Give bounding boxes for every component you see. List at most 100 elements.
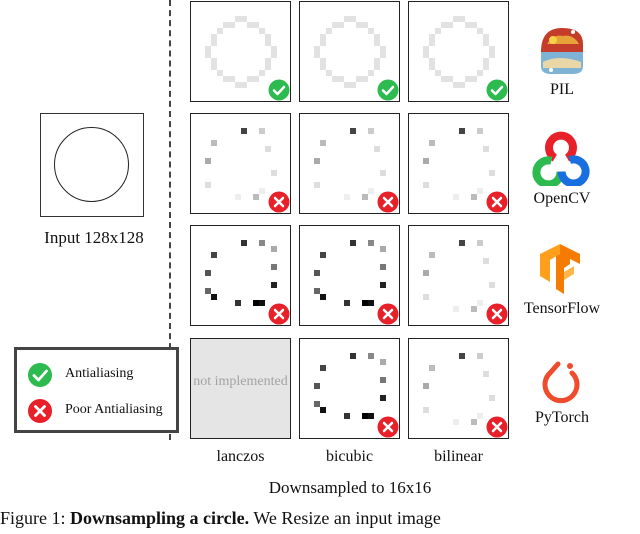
pixel (459, 240, 465, 246)
result-cell-pytorch-bilinear (408, 338, 509, 439)
pixel (253, 300, 259, 306)
pixel (259, 70, 265, 76)
pixel (471, 22, 477, 28)
library-label-pytorch: PyTorch (535, 409, 589, 426)
library-label-tensorflow: TensorFlow (523, 300, 601, 317)
pixel (356, 76, 362, 82)
legend-label-good: Antialiasing (65, 366, 134, 381)
pixel (344, 82, 350, 88)
result-cell-pil-bilinear (408, 1, 509, 102)
pixel (471, 194, 477, 200)
pixel (211, 64, 217, 70)
check-icon (28, 363, 52, 387)
pixel (326, 70, 332, 76)
result-cell-pytorch-bicubic (299, 338, 400, 439)
pixel (483, 58, 489, 64)
pixel (483, 40, 489, 46)
legend-item-good: Antialiasing (17, 360, 177, 390)
pixel (429, 140, 435, 146)
pixel (477, 128, 483, 134)
cross-icon (486, 416, 508, 438)
figure-caption: Figure 1: Downsampling a circle. We Resi… (0, 508, 640, 529)
pixel (489, 395, 495, 401)
pixel (489, 52, 495, 58)
library-label-pil: PIL (550, 81, 574, 98)
pixel (423, 46, 429, 52)
pixel (217, 70, 223, 76)
pixel (253, 194, 259, 200)
pixel (459, 128, 465, 134)
pixel (471, 306, 477, 312)
pixel (374, 146, 380, 152)
result-cell-pytorch-lanczos: not implemented (190, 338, 291, 439)
pixel (350, 240, 356, 246)
pixel (459, 353, 465, 359)
pixel (368, 240, 374, 246)
pixel (253, 22, 259, 28)
pixel (380, 46, 386, 52)
pixel (235, 300, 241, 306)
check-icon (377, 79, 399, 101)
pixel (271, 246, 277, 252)
pixel (320, 365, 326, 371)
pixel (259, 128, 265, 134)
pixel (314, 52, 320, 58)
pixel (368, 300, 374, 306)
pixel (471, 419, 477, 425)
pixel (205, 52, 211, 58)
pixel (465, 22, 471, 28)
pixel (344, 413, 350, 419)
pixel (435, 28, 441, 34)
cross-icon (486, 191, 508, 213)
pixel (314, 270, 320, 276)
pixel (423, 270, 429, 276)
pixel (374, 34, 380, 40)
pixel (217, 28, 223, 34)
library-label-opencv: OpenCV (533, 190, 591, 207)
pixel (483, 34, 489, 40)
pixel (241, 82, 247, 88)
pixel (368, 353, 374, 359)
result-cell-tensorflow-bicubic (299, 225, 400, 326)
pixel (320, 40, 326, 46)
pixel (320, 252, 326, 258)
pixel (483, 146, 489, 152)
downsampled-image (423, 16, 495, 88)
pixel (465, 76, 471, 82)
pixel (429, 64, 435, 70)
pixel (320, 34, 326, 40)
pixel (350, 128, 356, 134)
pixel (259, 188, 265, 194)
cross-icon (486, 303, 508, 325)
pixel (368, 413, 374, 419)
downsampled-image (423, 353, 495, 425)
pixel (368, 28, 374, 34)
pixel (477, 28, 483, 34)
caption-prefix: Figure 1: (0, 508, 66, 528)
result-cell-opencv-bicubic (299, 113, 400, 214)
pixel (453, 419, 459, 425)
pixel (429, 58, 435, 64)
pixel (380, 264, 386, 270)
pixel (229, 22, 235, 28)
pixel (477, 353, 483, 359)
pixel (483, 371, 489, 377)
pixel (362, 76, 368, 82)
downsampled-image (205, 16, 277, 88)
pixel (453, 194, 459, 200)
legend-item-poor: Poor Antialiasing (17, 396, 177, 426)
input-label: Input 128x128 (44, 228, 144, 247)
pixel (211, 294, 217, 300)
result-cell-pil-bicubic (299, 1, 400, 102)
caption-rest: We Resize an input image (253, 508, 441, 528)
pixel (368, 188, 374, 194)
pixel (338, 76, 344, 82)
pixel (447, 76, 453, 82)
pixel (211, 40, 217, 46)
pixel (314, 401, 320, 407)
pixel (265, 64, 271, 70)
pixel (271, 170, 277, 176)
pixel (429, 365, 435, 371)
downsampled-image (314, 16, 386, 88)
pixel (380, 395, 386, 401)
